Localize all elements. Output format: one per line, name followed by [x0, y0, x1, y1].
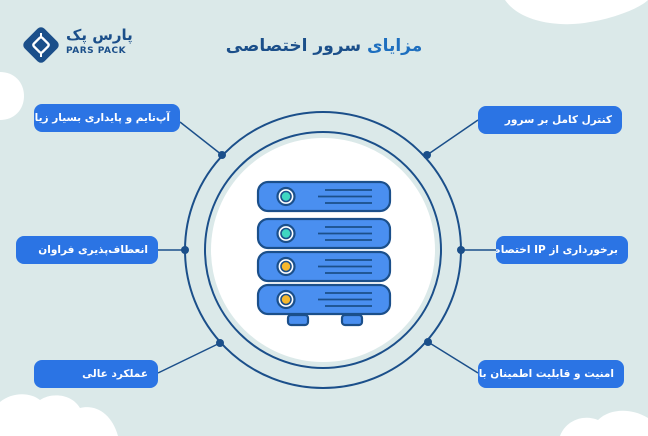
cloud-shape: [0, 72, 24, 120]
feature-uptime: آپ‌تایم و پایداری بسیار زیاد: [34, 104, 180, 132]
page-title: مزایای سرور اختصاصی: [0, 36, 648, 56]
feature-dedicated-ip: برخورداری از IP اختصاصی: [496, 236, 628, 264]
logo-mark-icon: [23, 27, 59, 63]
brand-name-fa: پارس پک: [66, 26, 133, 44]
title-highlight: مزایای: [367, 36, 423, 56]
feature-performance: عملکرد عالی: [34, 360, 158, 388]
cloud-shape: [0, 394, 118, 436]
cloud-shape: [505, 0, 648, 25]
server-rack-icon: [256, 180, 392, 327]
inner-ring: [204, 131, 442, 369]
brand-logo: پارس پک PARS PACK: [22, 26, 142, 66]
connector-dots-left: [181, 151, 226, 347]
cloud-shape: [560, 410, 648, 436]
title-rest: سرور اختصاصی: [225, 36, 362, 56]
feature-flexibility: انعطاف‌پذیری فراوان: [16, 236, 158, 264]
center-disc: [211, 138, 435, 362]
feature-full-control: کنترل کامل بر سرور: [478, 106, 622, 134]
brand-name-en: PARS PACK: [66, 46, 127, 56]
connectors-left: [157, 121, 223, 374]
connector-dots-right: [423, 151, 465, 346]
feature-security: امنیت و قابلیت اطمینان بالا: [478, 360, 624, 388]
connectors-right: [426, 119, 496, 374]
